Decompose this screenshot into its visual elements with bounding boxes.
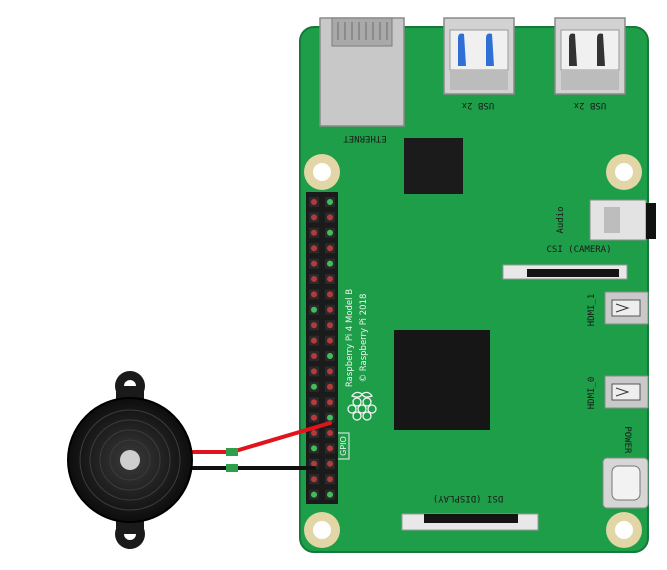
gpio-pin [311, 260, 317, 267]
gpio-label: GPIO [339, 436, 348, 456]
audio-jack [589, 199, 656, 241]
power-usbc-port [602, 457, 649, 509]
power-label: POWER IN [622, 426, 632, 469]
buzzer-wires [186, 421, 332, 472]
gpio-pin [327, 245, 333, 252]
usb-controller-chip [404, 138, 463, 194]
mounting-holes [304, 154, 642, 548]
gpio-pin [311, 368, 317, 375]
gpio-pin [327, 199, 333, 205]
copyright-label: © Raspberry Pi 2018 [359, 294, 369, 383]
gpio-pin [327, 276, 333, 282]
gpio-pin [311, 491, 317, 498]
gpio-pin [327, 476, 333, 483]
gpio-pin [327, 260, 333, 267]
gpio-pin [327, 214, 333, 221]
hdmi1-label: HDMI_1 [587, 294, 597, 327]
csi-label: CSI (CAMERA) [546, 245, 611, 255]
dsi-label: DSI (DISPLAY) [433, 493, 503, 503]
gpio-pin [311, 460, 317, 467]
gpio-pin [311, 430, 317, 436]
gpio-pin [327, 306, 333, 313]
audio-label: Audio [556, 206, 566, 233]
ethernet-label: ETHERNET [343, 133, 387, 143]
hdmi0-port [604, 375, 649, 409]
gpio-pin [327, 229, 333, 236]
gpio-pin [327, 445, 333, 452]
gpio-pin [327, 368, 333, 375]
gpio-pin [311, 306, 317, 313]
hdmi0-label: HDMI_0 [587, 377, 597, 410]
gpio-pin [311, 229, 317, 236]
ethernet-port [319, 17, 405, 127]
gpio-pin [327, 414, 333, 421]
gpio-pin [311, 322, 317, 329]
csi-connector [502, 264, 628, 280]
gpio-pin [311, 214, 317, 221]
piezo-buzzer [67, 371, 193, 549]
gpio-pin [327, 291, 333, 298]
gpio-pin [311, 383, 317, 390]
gpio-pin [311, 291, 317, 298]
gpio-header-body [306, 192, 338, 504]
gpio-pin [327, 322, 333, 329]
raspberry-logo-icon [347, 391, 377, 421]
gpio-pin [327, 430, 333, 436]
soc-chip [394, 330, 490, 430]
gpio-pin [311, 445, 317, 452]
wire-end-black [226, 464, 238, 472]
hdmi1-port [604, 291, 649, 325]
dsi-connector [401, 513, 539, 531]
usb-left-label: USB 2x [461, 100, 494, 110]
wire-end-red [226, 448, 238, 456]
gpio-pin [311, 245, 317, 252]
gpio-pin [311, 337, 317, 344]
gpio-header [306, 192, 338, 504]
gpio-pin [311, 476, 317, 483]
gpio-pin [311, 353, 317, 359]
gpio-pin [311, 414, 317, 421]
usb-port-right [554, 17, 626, 95]
gpio-pin [327, 491, 333, 498]
gpio-pin [327, 337, 333, 344]
gpio-pin [327, 353, 333, 359]
gpio-pin [327, 399, 333, 406]
gpio-pin [311, 399, 317, 406]
gpio-pin [327, 460, 333, 467]
usb-right-label: USB 2x [573, 100, 606, 110]
gpio-pin [311, 276, 317, 282]
usb-port-left [443, 17, 515, 95]
gpio-pin [311, 199, 317, 205]
model-label: Raspberry Pi 4 Model B [345, 289, 355, 387]
gpio-pin [327, 383, 333, 390]
